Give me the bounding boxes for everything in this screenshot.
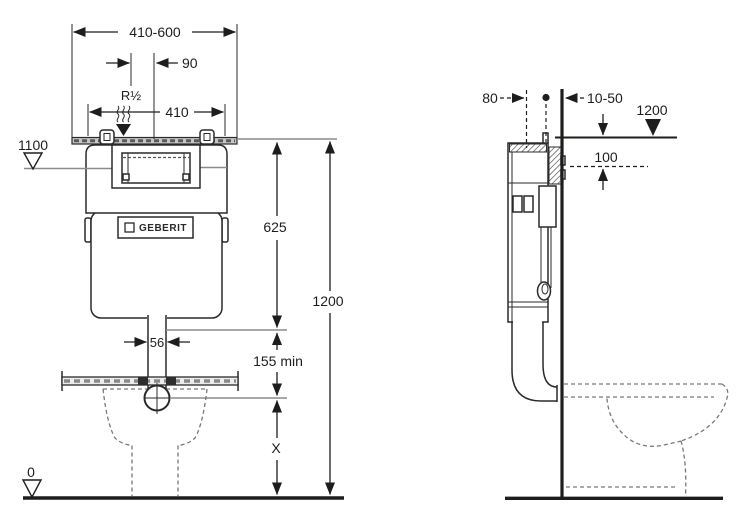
dim-width-range: 410-600 xyxy=(73,24,236,40)
floor-marker-0: 0 xyxy=(21,464,43,499)
dim-x: X xyxy=(271,400,282,495)
level-marker-1200: 1200 xyxy=(555,102,677,139)
level-triangle-filled-icon xyxy=(645,119,661,136)
dim-x-label: X xyxy=(271,440,281,456)
outlet-elbow xyxy=(143,383,171,414)
dim-1200-front-label: 1200 xyxy=(312,293,343,309)
fixing-bracket xyxy=(61,371,239,391)
level-0-label: 0 xyxy=(27,464,35,480)
access-panel xyxy=(111,144,201,189)
dim-80: 80 xyxy=(482,90,550,148)
dim-10-50-label: 10-50 xyxy=(587,90,623,106)
dim-410-label: 410 xyxy=(165,104,189,120)
flush-pipe xyxy=(511,322,558,402)
dim-155-min: 155 min xyxy=(253,332,303,396)
dim-625: 625 xyxy=(263,142,287,328)
level-triangle-icon xyxy=(21,479,43,499)
level-marker-1100: 1100 xyxy=(18,137,48,171)
dim-100: 100 xyxy=(570,114,648,190)
level-1200-label: 1200 xyxy=(636,102,667,118)
dim-80-label: 80 xyxy=(482,90,498,106)
dim-width-range-label: 410-600 xyxy=(129,24,181,40)
dim-56-label: 56 xyxy=(150,335,164,350)
dim-1200-front: 1200 xyxy=(312,141,344,495)
toilet-pan-outline-front xyxy=(102,388,208,496)
dim-90-label: 90 xyxy=(182,55,198,71)
geberit-logo: GEBERIT xyxy=(117,216,194,239)
dim-410: 410 xyxy=(89,104,224,120)
dim-625-label: 625 xyxy=(263,219,287,235)
supply-thread-label: R½ xyxy=(121,88,141,103)
level-1100-label: 1100 xyxy=(18,137,48,153)
dim-10-50: 10-50 xyxy=(565,90,623,106)
side-view: 80 10-50 1200 100 xyxy=(482,89,729,500)
dim-155-label: 155 min xyxy=(253,353,303,369)
toilet-pan-outline-side xyxy=(564,383,729,497)
dim-56: 56 xyxy=(124,335,190,350)
brand-text: GEBERIT xyxy=(139,223,187,234)
dim-100-label: 100 xyxy=(594,149,618,165)
level-triangle-icon xyxy=(22,152,44,171)
logo-square-icon xyxy=(124,222,135,233)
pipe-axis-dot xyxy=(542,93,550,102)
dim-90: 90 xyxy=(106,55,198,71)
water-supply-icon xyxy=(116,105,131,136)
cistern-side xyxy=(507,132,566,402)
front-view: GEBERIT 410-600 xyxy=(18,24,344,500)
cistern-front: GEBERIT xyxy=(24,144,229,390)
